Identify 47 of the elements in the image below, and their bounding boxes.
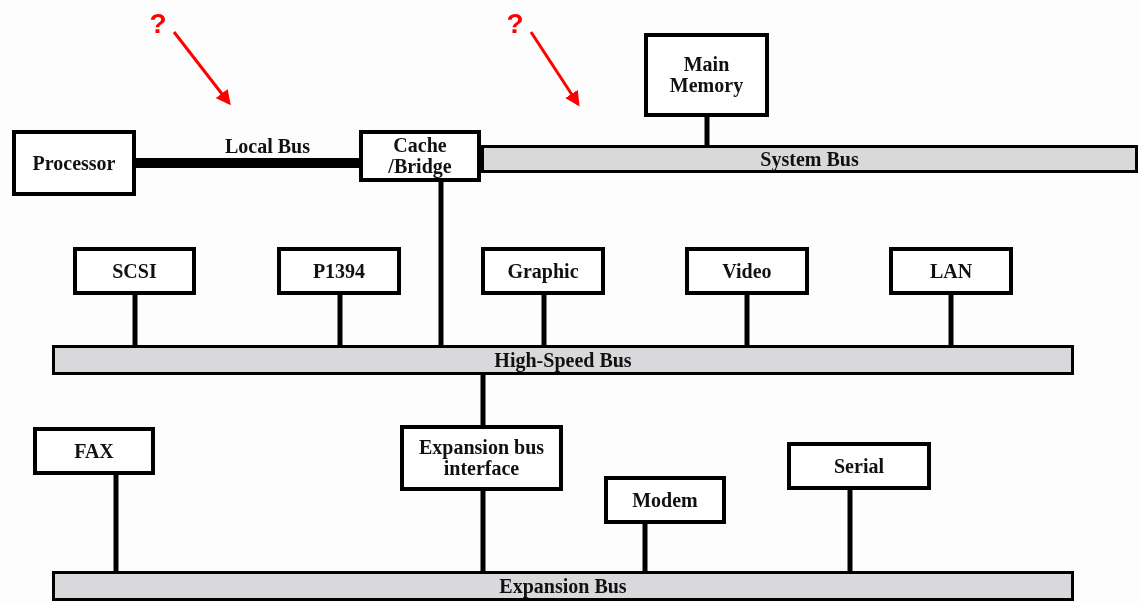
bus-connector [337, 295, 343, 345]
component-box [400, 425, 563, 491]
bus-connector [744, 295, 750, 345]
box-label: Cache /Bridge [387, 135, 453, 177]
bus-bar [481, 145, 1138, 173]
box-label: Expansion bus interface [417, 437, 546, 479]
component-box [787, 442, 931, 490]
box-label: SCSI [112, 260, 157, 282]
box-label: LAN [929, 260, 973, 282]
arrow [172, 31, 231, 106]
box-label: Modem [632, 489, 698, 511]
bus-connector [704, 117, 710, 145]
bus-label: System Bus [760, 148, 859, 170]
bus-connector [480, 375, 486, 425]
bus-connector [642, 524, 648, 571]
component-box [73, 247, 196, 295]
bus-connector [136, 158, 359, 168]
bus-bar [52, 571, 1074, 601]
component-box [889, 247, 1013, 295]
component-box [644, 33, 769, 117]
component-box [359, 130, 481, 182]
arrow [529, 31, 580, 107]
component-box [481, 247, 605, 295]
component-box [685, 247, 809, 295]
question-mark-text: ? [506, 9, 524, 39]
box-label: Video [722, 260, 772, 282]
box-label: P1394 [312, 260, 366, 282]
bus-connector [132, 295, 138, 345]
box-label: FAX [74, 440, 114, 462]
bus-connector [480, 491, 486, 571]
question-mark-text: ? [149, 9, 167, 39]
bus-connector [438, 182, 444, 345]
bus-connector [113, 475, 119, 571]
box-label: Main Memory [668, 54, 745, 96]
component-box [12, 130, 136, 196]
component-box [277, 247, 401, 295]
bus-connector [847, 490, 853, 571]
component-box [33, 427, 155, 475]
bus-label: High-Speed Bus [494, 349, 632, 371]
box-label: Processor [32, 152, 116, 174]
bus-label: Expansion Bus [499, 575, 627, 597]
box-label: Graphic [507, 260, 579, 282]
bus-bar [52, 345, 1074, 375]
box-label: Serial [834, 455, 884, 477]
component-box [604, 476, 726, 524]
bus-connector [541, 295, 547, 345]
bus-connector [948, 295, 954, 345]
